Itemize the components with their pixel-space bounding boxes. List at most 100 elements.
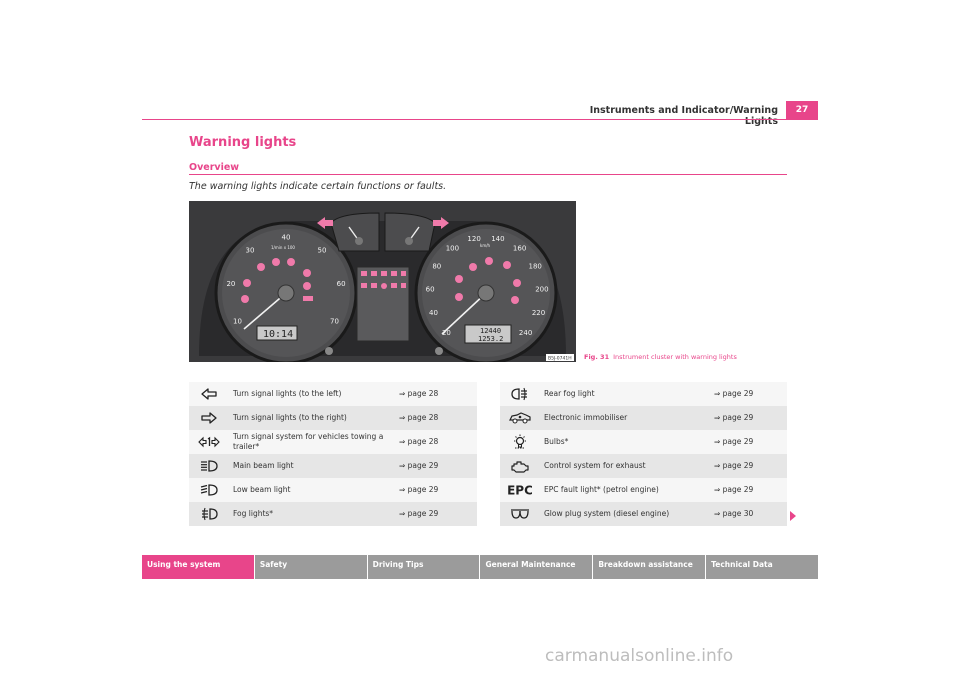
gauge-tick-label: 80 [432,263,441,271]
row-page-ref: ⇒ page 29 [710,382,787,406]
fog-light-icon [202,507,218,521]
row-page-ref: ⇒ page 29 [395,502,477,526]
watermark: carmanualsonline.info [545,646,734,666]
speed-unit: km/h [480,243,491,248]
tach-warning-lights [241,258,313,303]
row-label: Fog lights* [229,502,395,526]
gauge-tick-label: 220 [532,309,545,317]
row-label: EPC fault light* (petrol engine) [540,478,710,502]
gauge-tick-label: 240 [519,329,532,337]
tab-driving-tips[interactable]: Driving Tips [367,555,480,579]
instrument-cluster-figure: 10 20 30 40 50 60 70 1/min x 100 10:14 20 40 60 8… [189,201,576,365]
row-label: Rear fog light [540,382,710,406]
section-title: Warning lights [189,135,297,150]
figure-code: B5J-0741H [548,356,572,362]
section-subtitle: Overview [189,162,240,173]
row-label: Bulbs* [540,430,710,454]
gauge-tick-label: 100 [446,245,459,253]
table-row: Turn signal lights (to the right) ⇒ page… [189,406,477,430]
glow-plug-icon [511,509,529,519]
footer-nav: Using the system Safety Driving Tips Gen… [142,555,818,579]
main-beam-icon [201,460,218,472]
odometer-trip: 1253.2 [478,335,503,343]
row-label: Glow plug system (diesel engine) [540,502,710,526]
tab-general-maintenance[interactable]: General Maintenance [480,555,593,579]
row-page-ref: ⇒ page 28 [395,406,477,430]
row-page-ref: ⇒ page 29 [710,478,787,502]
tab-breakdown-assistance[interactable]: Breakdown assistance [593,555,706,579]
header-rule [142,119,818,120]
subtitle-rule [189,174,787,175]
central-warning-lights [361,271,406,289]
row-page-ref: ⇒ page 30 [710,502,787,526]
row-label: Turn signal lights (to the left) [229,382,395,406]
turn-signal-right-icon [201,412,217,424]
immobiliser-icon [509,412,531,424]
turn-right-indicator-icon [433,217,449,229]
speed-needle [441,292,487,335]
gauge-tick-label: 20 [226,280,235,288]
table-row: Rear fog light ⇒ page 29 [500,382,787,406]
gauge-tick-label: 60 [426,286,435,294]
gauge-tick-label: 140 [491,235,504,243]
table-row: Turn signal system for vehicles towing a… [189,430,477,454]
row-page-ref: ⇒ page 29 [710,406,787,430]
gauge-tick-label: 10 [233,318,242,326]
row-page-ref: ⇒ page 29 [710,430,787,454]
intro-text: The warning lights indicate certain func… [189,181,447,192]
row-label: Low beam light [229,478,395,502]
tach-unit: 1/min x 100 [271,245,295,250]
row-page-ref: ⇒ page 28 [395,382,477,406]
epc-icon: EPC [508,484,532,498]
row-page-ref: ⇒ page 29 [395,478,477,502]
low-beam-icon [200,484,218,496]
table-row: EPC EPC fault light* (petrol engine) ⇒ p… [500,478,787,502]
page-number: 27 [786,101,818,119]
bulb-icon [514,434,526,449]
table-row: Electronic immobiliser ⇒ page 29 [500,406,787,430]
table-row: Main beam light ⇒ page 29 [189,454,477,478]
header-title: Instruments and Indicator/Warning Lights [589,105,778,127]
table-row: Bulbs* ⇒ page 29 [500,430,787,454]
instrument-cluster-drawing: 10 20 30 40 50 60 70 1/min x 100 10:14 20 40 60 8… [189,201,576,365]
engine-icon [511,460,529,473]
turn-left-indicator-icon [317,217,333,229]
table-row: Low beam light ⇒ page 29 [189,478,477,502]
row-label: Electronic immobiliser [540,406,710,430]
odometer-total: 12440 [480,327,501,335]
speed-warning-lights [455,257,521,304]
gauge-tick-label: 200 [535,286,548,294]
gauge-tick-label: 180 [529,263,542,271]
tab-technical-data[interactable]: Technical Data [706,555,818,579]
tach-needle [243,292,287,330]
continue-arrow-icon [790,511,796,521]
row-page-ref: ⇒ page 28 [395,430,477,454]
row-page-ref: ⇒ page 29 [395,454,477,478]
gauge-tick-label: 40 [429,309,438,317]
gauge-tick-label: 120 [467,235,480,243]
tab-safety[interactable]: Safety [254,555,367,579]
figure-caption-text: Instrument cluster with warning lights [613,353,737,361]
warning-lights-table-left: Turn signal lights (to the left) ⇒ page … [189,382,477,526]
row-page-ref: ⇒ page 29 [710,454,787,478]
warning-lights-table-right: Rear fog light ⇒ page 29 Electronic immo… [500,382,787,526]
gauge-tick-label: 70 [330,318,339,326]
tab-using-the-system[interactable]: Using the system [142,555,254,579]
speedometer-ticks: 20 40 60 80 100 120 140 160 180 200 220 240 [426,235,549,337]
gauge-tick-label: 160 [513,245,526,253]
row-label: Turn signal lights (to the right) [229,406,395,430]
figure-number: Fig. 31 [584,353,610,361]
turn-signal-left-icon [201,388,217,400]
clock-display: 10:14 [263,329,293,340]
gauge-tick-label: 50 [318,247,327,255]
gauge-tick-label: 40 [282,234,291,242]
gauge-tick-label: 20 [442,329,451,337]
gauge-tick-label: 30 [246,247,255,255]
row-label: Main beam light [229,454,395,478]
row-label: Control system for exhaust [540,454,710,478]
epc-icon-text: EPC [508,484,532,498]
rear-fog-light-icon [511,387,527,401]
row-label: Turn signal system for vehicles towing a… [229,430,395,454]
